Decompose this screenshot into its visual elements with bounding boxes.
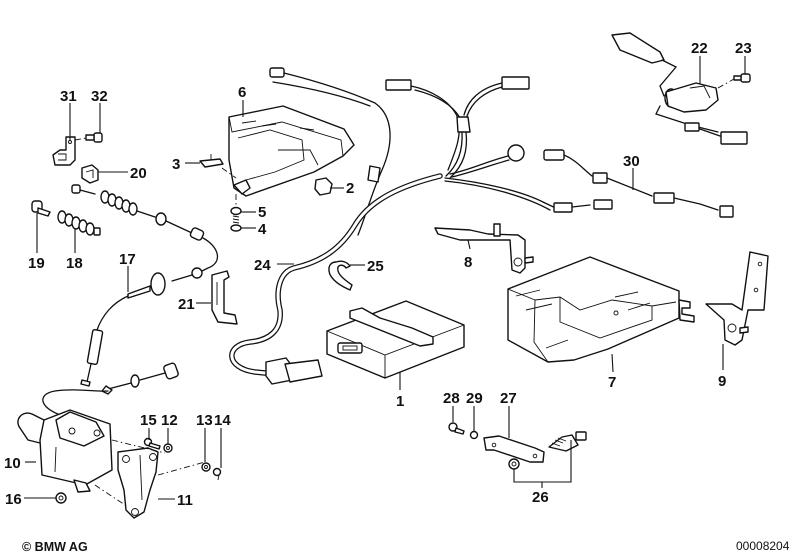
callout-9[interactable]: 9 (718, 373, 726, 390)
callout-22[interactable]: 22 (691, 40, 708, 57)
part-10-actuator[interactable] (17, 389, 113, 493)
callout-11[interactable]: 11 (177, 492, 193, 509)
part-20-clip[interactable] (81, 164, 99, 184)
callout-24[interactable]: 24 (254, 257, 271, 274)
part-5-washer[interactable] (230, 206, 242, 216)
callout-18[interactable]: 18 (66, 255, 83, 272)
part-11-bracket[interactable] (117, 447, 159, 519)
part-9-bracket[interactable] (705, 251, 769, 346)
part-4-screw[interactable] (230, 215, 242, 232)
callout-13[interactable]: 13 (196, 412, 213, 429)
part-28-bolt[interactable] (448, 422, 465, 435)
callout-4[interactable]: 4 (258, 221, 267, 238)
part-23-screw[interactable] (717, 73, 751, 89)
part-30-lead[interactable] (543, 149, 734, 218)
callout-17[interactable]: 17 (119, 251, 136, 268)
part-21-bracket[interactable] (211, 270, 238, 325)
part-8-bracket[interactable] (434, 223, 534, 274)
callout-7[interactable]: 7 (608, 374, 616, 391)
callout-3[interactable]: 3 (172, 156, 180, 173)
callout-16[interactable]: 16 (5, 491, 22, 508)
callout-14[interactable]: 14 (214, 412, 231, 429)
part-31-bracket[interactable] (52, 136, 76, 166)
leader-lines (24, 56, 746, 500)
part-14-washer[interactable] (212, 467, 222, 477)
part-24-wiring-harness[interactable] (229, 67, 613, 385)
part-18-spring[interactable] (57, 210, 101, 236)
callout-5[interactable]: 5 (258, 204, 266, 221)
callout-23[interactable]: 23 (735, 40, 752, 57)
part-17-cable[interactable] (71, 184, 219, 395)
callout-27[interactable]: 27 (500, 390, 517, 407)
callout-1[interactable]: 1 (396, 393, 404, 410)
callout-28[interactable]: 28 (443, 390, 460, 407)
part-29-washer[interactable] (469, 430, 479, 440)
part-1-control-unit[interactable] (326, 300, 465, 379)
part-13-nut[interactable] (201, 462, 211, 472)
callout-12[interactable]: 12 (161, 412, 178, 429)
callout-15[interactable]: 15 (140, 412, 157, 429)
callout-26[interactable]: 26 (532, 489, 549, 506)
callout-20[interactable]: 20 (130, 165, 147, 182)
part-25-cable-clip[interactable] (328, 260, 353, 291)
callout-32[interactable]: 32 (91, 88, 108, 105)
part-15-bolt[interactable] (143, 437, 161, 450)
part-19-bolt[interactable] (31, 200, 51, 217)
callout-10[interactable]: 10 (4, 455, 21, 472)
part-12-washer[interactable] (163, 443, 173, 453)
part-6-holder[interactable] (228, 105, 355, 197)
part-27-bracket[interactable] (483, 435, 545, 463)
callout-31[interactable]: 31 (60, 88, 77, 105)
part-2-clip-nut[interactable] (314, 177, 333, 196)
diagram-number: 00008204 (736, 539, 790, 553)
callout-6[interactable]: 6 (238, 84, 246, 101)
part-3-clip[interactable] (199, 154, 224, 168)
copyright-label: © BMW AG (22, 540, 88, 554)
part-32-screw[interactable] (74, 132, 103, 143)
callout-25[interactable]: 25 (367, 258, 384, 275)
part-16-nut[interactable] (55, 492, 67, 504)
callout-2[interactable]: 2 (346, 180, 354, 197)
callout-19[interactable]: 19 (28, 255, 45, 272)
part-22-switch[interactable] (611, 32, 748, 145)
callout-30[interactable]: 30 (623, 153, 640, 170)
part-7-carrier[interactable] (507, 256, 695, 363)
callout-8[interactable]: 8 (464, 254, 472, 271)
callout-21[interactable]: 21 (178, 296, 195, 313)
callout-29[interactable]: 29 (466, 390, 483, 407)
